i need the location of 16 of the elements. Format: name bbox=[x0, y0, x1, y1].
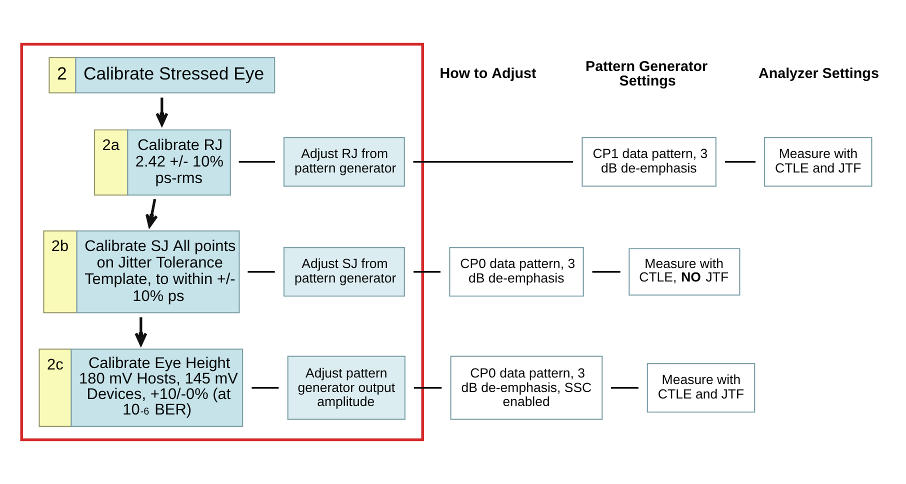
connector bbox=[592, 270, 620, 273]
label: Analyzer Settings bbox=[758, 66, 879, 82]
connector bbox=[248, 270, 275, 273]
connector bbox=[611, 386, 638, 389]
cluster bbox=[20, 42, 424, 442]
connector bbox=[413, 161, 574, 163]
arrow bbox=[156, 98, 168, 126]
label: How to Adjust bbox=[440, 66, 536, 82]
connector bbox=[238, 161, 276, 163]
arrow bbox=[146, 198, 158, 228]
connector bbox=[252, 386, 279, 389]
connector bbox=[414, 386, 442, 389]
connector bbox=[414, 270, 440, 273]
connector bbox=[725, 161, 756, 163]
label: Pattern Generator Settings bbox=[586, 59, 708, 90]
arrow bbox=[134, 317, 148, 346]
